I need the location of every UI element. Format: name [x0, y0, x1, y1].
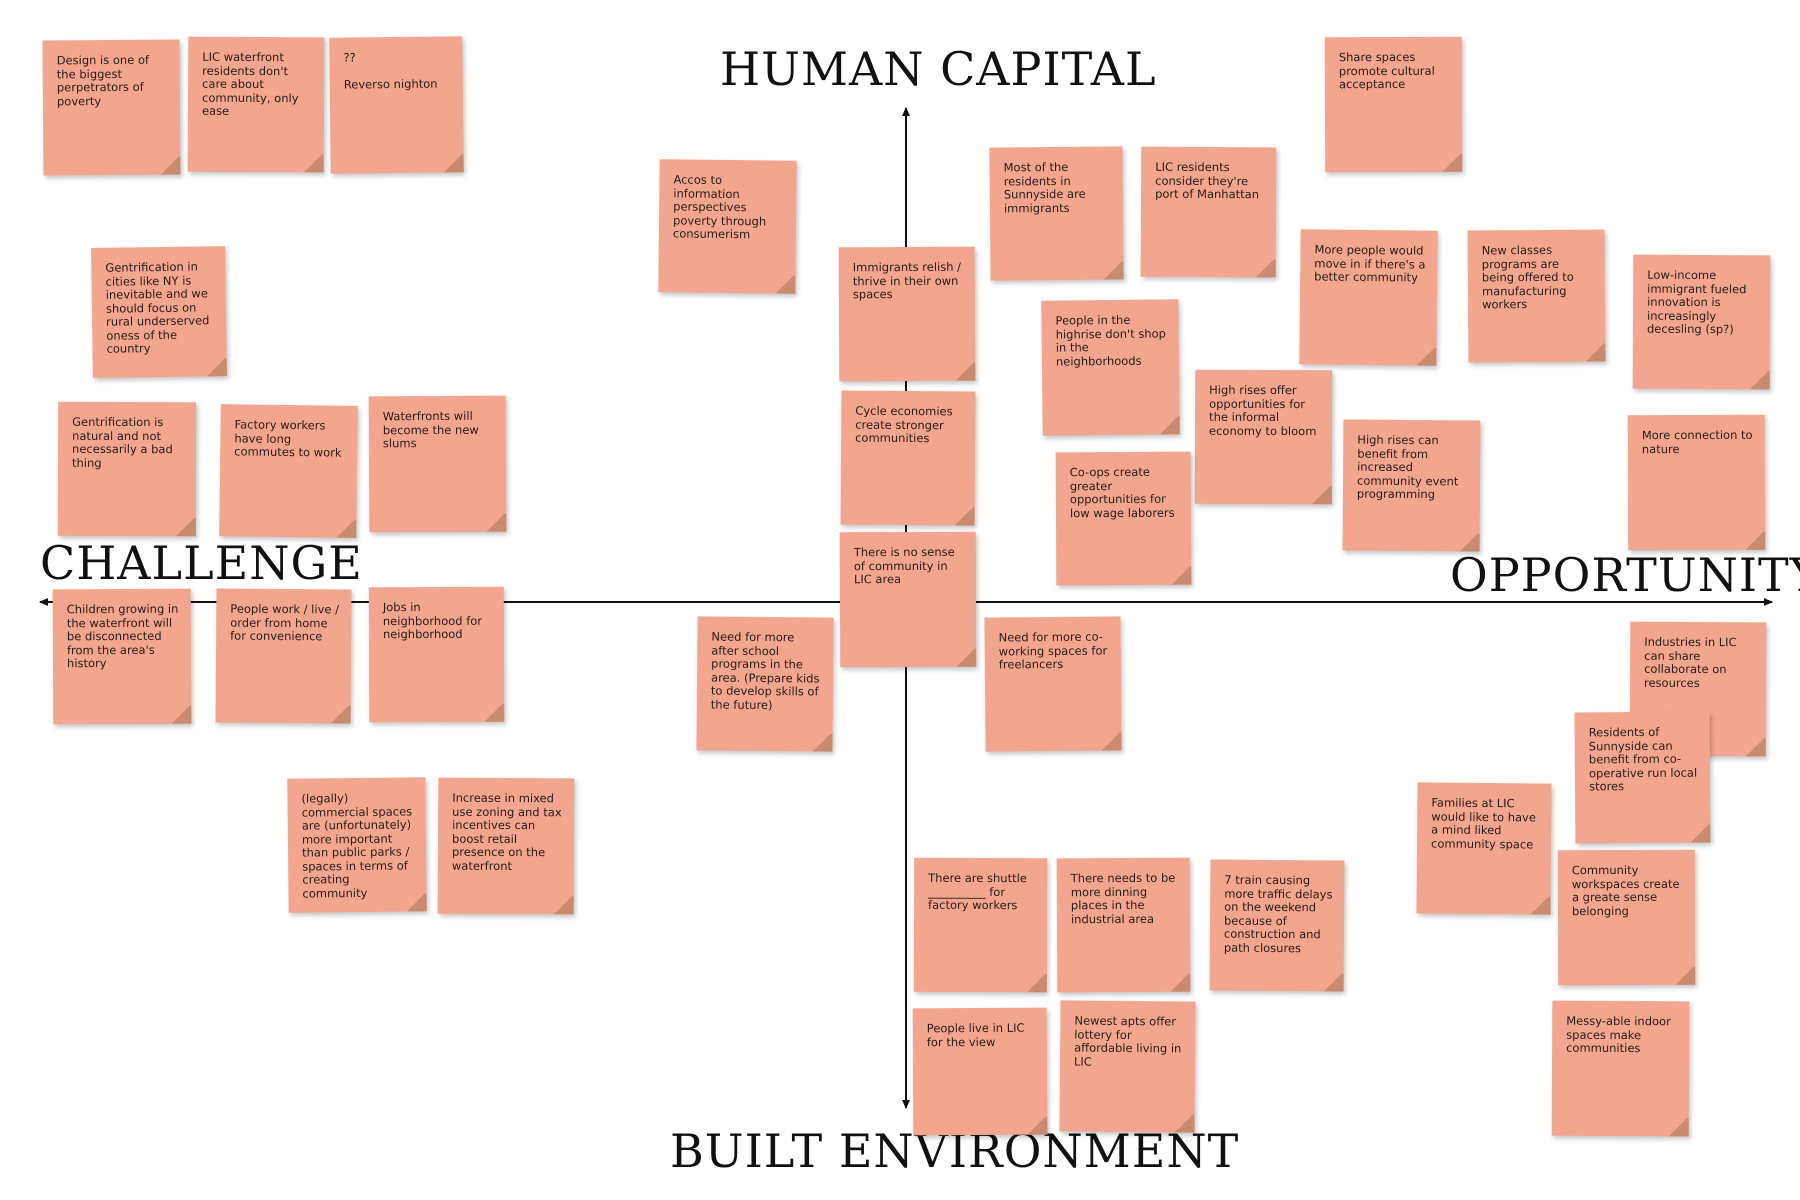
sticky-note[interactable]: Cycle economies create stronger communit… — [840, 390, 976, 526]
sticky-note[interactable]: (legally) commercial spaces are (unfortu… — [287, 777, 427, 913]
sticky-note[interactable]: More people would move in if there's a b… — [1299, 229, 1438, 366]
sticky-note[interactable]: Co-ops create greater opportunities for … — [1055, 451, 1192, 586]
axis-label-human-capital: HUMAN CAPITAL — [720, 42, 1157, 96]
sticky-note[interactable]: Most of the residents in Sunnyside are i… — [989, 146, 1124, 281]
sticky-note[interactable]: Immigrants relish / thrive in their own … — [838, 246, 976, 382]
sticky-note[interactable]: Waterfronts will become the new slums — [368, 395, 507, 533]
axis-label-challenge: CHALLENGE — [40, 536, 363, 590]
sticky-note[interactable]: High rises offer opportunities for the i… — [1194, 369, 1333, 505]
sticky-note[interactable]: Residents of Sunnyside can benefit from … — [1574, 711, 1711, 844]
sticky-note[interactable]: There is no sense of community in LIC ar… — [839, 531, 977, 668]
sticky-note[interactable]: Children growing in the waterfront will … — [52, 588, 192, 725]
axis-label-built-environment: BUILT ENVIRONMENT — [670, 1124, 1240, 1178]
sticky-note[interactable]: People in the highrise don't shop in the… — [1041, 299, 1180, 436]
axis-label-opportunity: OPPORTUNITY — [1450, 548, 1800, 602]
sticky-note[interactable]: New classes programs are being offered t… — [1467, 229, 1606, 363]
sticky-note[interactable]: Jobs in neighborhood for neighborhood — [368, 586, 505, 723]
sticky-note[interactable]: Gentrification is natural and not necess… — [57, 401, 197, 537]
sticky-note[interactable]: Newest apts offer lottery for affordable… — [1059, 1000, 1196, 1133]
sticky-note[interactable]: ?? Reverso nighton — [329, 36, 464, 174]
sticky-note[interactable]: Messy-able indoor spaces make communitie… — [1551, 1000, 1690, 1137]
sticky-note[interactable]: Low-income immigrant fueled innovation i… — [1632, 254, 1771, 390]
sticky-note[interactable]: Gentrification in cities like NY is inev… — [91, 246, 227, 378]
sticky-note[interactable]: Design is one of the biggest perpetrator… — [42, 39, 181, 176]
sticky-note[interactable]: Need for more after school programs in t… — [696, 616, 834, 752]
sticky-note[interactable]: Increase in mixed use zoning and tax inc… — [437, 777, 575, 915]
sticky-note[interactable]: High rises can benefit from increased co… — [1342, 419, 1481, 552]
sticky-note[interactable]: LIC waterfront residents don't care abou… — [187, 36, 325, 173]
sticky-note[interactable]: People work / live / order from home for… — [215, 588, 352, 724]
sticky-note[interactable]: Community workspaces create a greate sen… — [1557, 849, 1696, 986]
sticky-note[interactable]: LIC residents consider they're port of M… — [1140, 146, 1277, 278]
sticky-note[interactable]: 7 train causing more traffic delays on t… — [1209, 859, 1345, 992]
sticky-note[interactable]: Share spaces promote cultural acceptance — [1324, 36, 1463, 173]
sticky-note[interactable]: Factory workers have long commutes to wo… — [219, 404, 358, 538]
sticky-note[interactable]: Need for more co-working spaces for free… — [984, 616, 1122, 752]
sticky-note[interactable]: Accos to information perspectives povert… — [658, 159, 797, 294]
sticky-note[interactable]: More connection to nature — [1627, 414, 1766, 551]
sticky-note[interactable]: People live in LIC for the view — [912, 1007, 1048, 1136]
sticky-note[interactable]: Families at LIC would like to have a min… — [1416, 782, 1552, 915]
sticky-note[interactable]: There needs to be more dinning places in… — [1056, 857, 1191, 993]
sticky-note[interactable]: There are shuttle __________ for factory… — [913, 857, 1048, 993]
